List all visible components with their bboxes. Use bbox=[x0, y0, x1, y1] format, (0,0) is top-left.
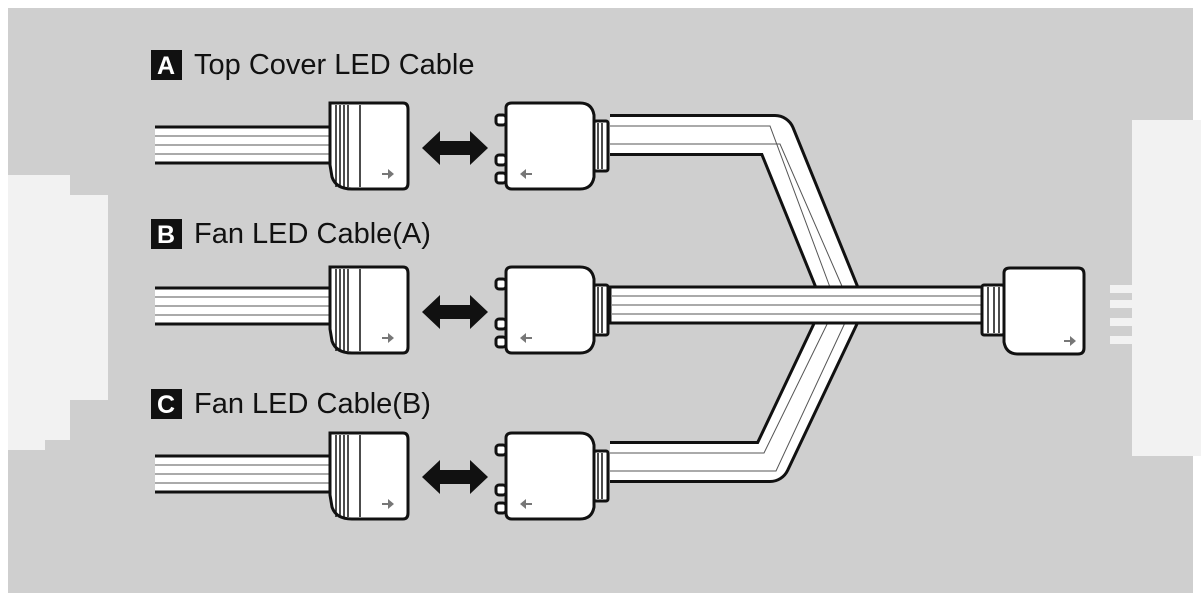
direction-arrow-icon bbox=[1064, 336, 1076, 346]
male-connector-c bbox=[494, 431, 610, 521]
motherboard-header-pins bbox=[1110, 285, 1132, 344]
motherboard-panel bbox=[1132, 120, 1201, 456]
motherboard-label: Motherboard bbox=[1144, 180, 1182, 399]
female-connector-b bbox=[328, 265, 410, 355]
cable-row-b: B Fan LED Cable(A) bbox=[151, 218, 610, 355]
male-connector-b bbox=[494, 265, 610, 355]
cable-strip-b bbox=[153, 286, 337, 326]
female-connector-a bbox=[328, 101, 410, 191]
label-badge-letter-c: C bbox=[157, 391, 175, 419]
motherboard-connector bbox=[980, 266, 1086, 356]
male-connector-a bbox=[494, 101, 610, 191]
label-badge-a bbox=[151, 50, 182, 80]
label-badge-letter-a: A bbox=[157, 52, 175, 80]
cable-strip-c bbox=[153, 454, 337, 494]
cable-row-c: C Fan LED Cable(B) bbox=[151, 388, 610, 521]
cable-row-a: A Top Cover LED Cable bbox=[151, 49, 610, 191]
cooler-side-panel bbox=[8, 175, 108, 450]
cable-label-a: Top Cover LED Cable bbox=[194, 49, 474, 81]
cable-label-c: Fan LED Cable(B) bbox=[194, 388, 431, 420]
label-badge-letter-b: B bbox=[157, 221, 175, 249]
label-badge-c bbox=[151, 389, 182, 419]
splitter-cable bbox=[608, 114, 992, 483]
cable-label-b: Fan LED Cable(A) bbox=[194, 218, 431, 250]
cooler-model-label: CNPS16X bbox=[22, 208, 60, 370]
label-badge-b bbox=[151, 219, 182, 249]
female-connector-c bbox=[328, 431, 410, 521]
cable-strip-a bbox=[153, 125, 337, 165]
